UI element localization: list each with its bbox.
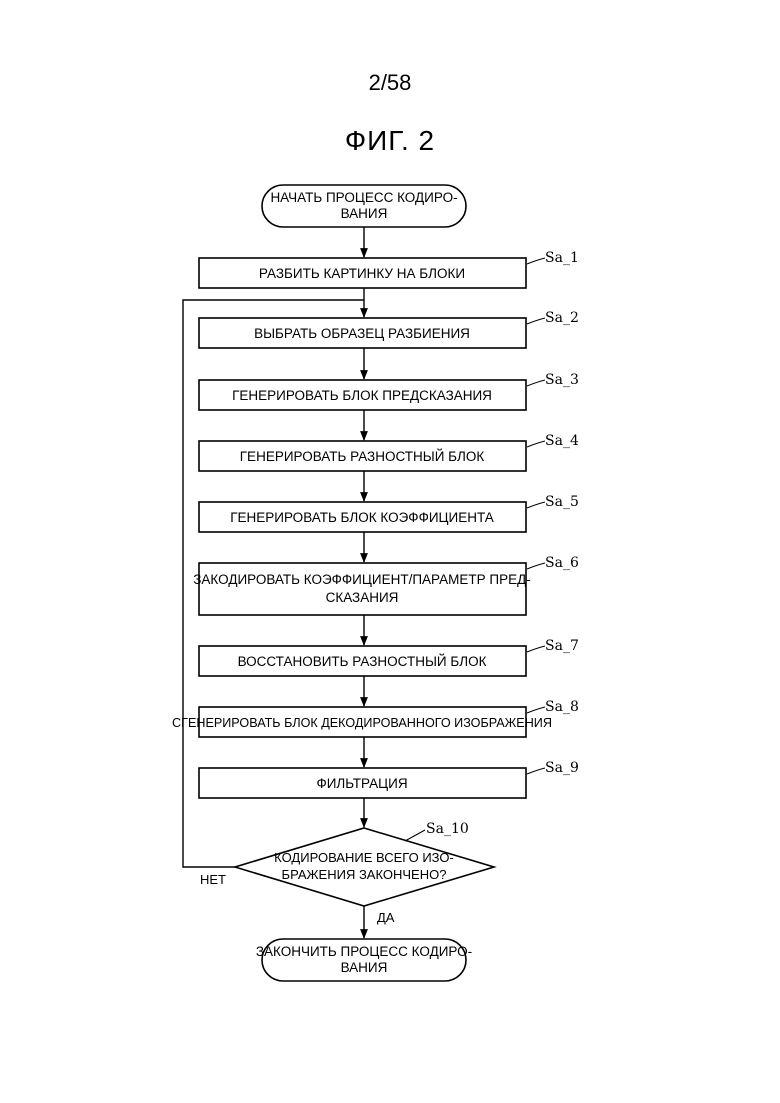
decision-label: Sa_10 — [426, 821, 469, 837]
step-label-sa8: Sa_8 — [545, 699, 579, 715]
end-text-1: ЗАКОНЧИТЬ ПРОЦЕСС КОДИРО- — [256, 944, 472, 959]
leader-sa5 — [527, 502, 545, 508]
step-label-sa2: Sa_2 — [545, 310, 579, 326]
decision-text-2: БРАЖЕНИЯ ЗАКОНЧЕНО? — [282, 867, 447, 882]
leader-sa4 — [527, 441, 545, 447]
leader-sa3 — [527, 380, 545, 386]
step-text-sa6-2: СКАЗАНИЯ — [326, 590, 399, 605]
step-text-sa4: ГЕНЕРИРОВАТЬ РАЗНОСТНЫЙ БЛОК — [240, 449, 485, 464]
no-label: НЕТ — [200, 872, 226, 887]
leader-sa9 — [527, 768, 545, 774]
start-text-1: НАЧАТЬ ПРОЦЕСС КОДИРО- — [270, 190, 457, 205]
step-label-sa5: Sa_5 — [545, 494, 579, 510]
step-text-sa8: СГЕНЕРИРОВАТЬ БЛОК ДЕКОДИРОВАННОГО ИЗОБР… — [172, 716, 552, 730]
step-text-sa5: ГЕНЕРИРОВАТЬ БЛОК КОЭФФИЦИЕНТА — [230, 510, 494, 525]
step-box-sa6 — [199, 563, 526, 615]
leader-sa10 — [405, 830, 425, 841]
step-label-sa3: Sa_3 — [545, 372, 579, 388]
yes-label: ДА — [377, 910, 395, 925]
step-text-sa7: ВОССТАНОВИТЬ РАЗНОСТНЫЙ БЛОК — [238, 654, 487, 669]
step-text-sa1: РАЗБИТЬ КАРТИНКУ НА БЛОКИ — [259, 266, 465, 281]
leader-sa7 — [527, 646, 545, 652]
step-label-sa4: Sa_4 — [545, 433, 579, 449]
step-text-sa6-1: ЗАКОДИРОВАТЬ КОЭФФИЦИЕНТ/ПАРАМЕТР ПРЕД- — [193, 572, 531, 587]
end-text-2: ВАНИЯ — [341, 960, 388, 975]
step-text-sa9: ФИЛЬТРАЦИЯ — [316, 776, 407, 791]
step-text-sa2: ВЫБРАТЬ ОБРАЗЕЦ РАЗБИЕНИЯ — [254, 326, 470, 341]
start-text-2: ВАНИЯ — [341, 206, 388, 221]
step-label-sa6: Sa_6 — [545, 555, 579, 571]
step-label-sa7: Sa_7 — [545, 638, 579, 654]
step-label-sa9: Sa_9 — [545, 760, 579, 776]
leader-sa1 — [527, 258, 545, 264]
leader-sa2 — [527, 318, 545, 324]
decision-text-1: КОДИРОВАНИЕ ВСЕГО ИЗО- — [274, 850, 454, 865]
leader-sa8 — [527, 707, 545, 713]
leader-sa6 — [527, 563, 545, 569]
step-label-sa1: Sa_1 — [545, 250, 579, 266]
step-text-sa3: ГЕНЕРИРОВАТЬ БЛОК ПРЕДСКАЗАНИЯ — [232, 388, 492, 403]
